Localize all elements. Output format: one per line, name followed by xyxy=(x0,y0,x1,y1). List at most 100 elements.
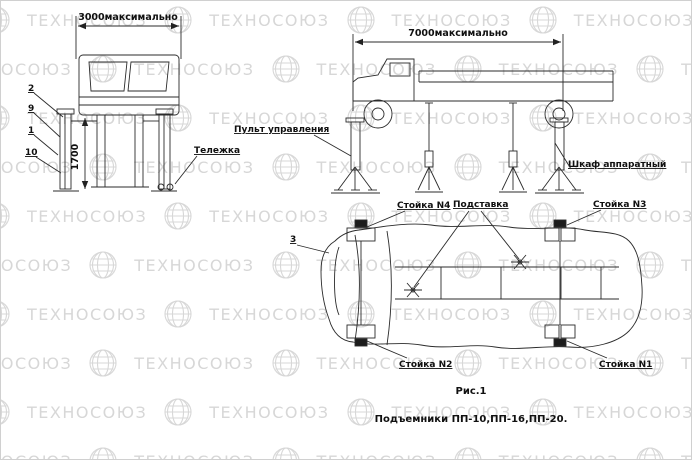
truck-cab-outline xyxy=(352,58,415,101)
globe-watermark-icon xyxy=(346,398,375,426)
watermark-text: ТЕХНОСОЮЗ xyxy=(209,402,330,422)
trolley-label: Тележка xyxy=(194,146,240,156)
stand-n3-label: Стойка N3 xyxy=(593,200,646,210)
watermark-text: ТЕХНОСОЮЗ xyxy=(681,452,691,460)
globe-watermark-icon xyxy=(89,349,117,377)
globe-watermark-icon xyxy=(1,7,10,33)
support-symbol-right xyxy=(511,254,529,270)
watermark-text: ТЕХНОСОЮЗ xyxy=(0,353,73,373)
figure-title: Подъемники ПП-10,ПП-16,ПП-20. xyxy=(375,414,568,425)
trolley-wheel xyxy=(157,183,165,191)
control-panel-label: Пульт управления xyxy=(234,125,330,135)
watermark-row: ТЕХНОСОЮЗ ТЕХНОСОЮЗ ТЕХНОСОЮЗ ТЕХНОСОЮ xyxy=(0,152,691,182)
rear-wheel xyxy=(544,99,574,129)
watermark-text: ТЕХНОСОЮЗ xyxy=(391,304,512,324)
globe-watermark-icon xyxy=(1,301,10,327)
globe-watermark-icon xyxy=(346,300,375,328)
globe-watermark-icon xyxy=(271,349,300,377)
globe-watermark-icon xyxy=(636,447,664,459)
cab-window xyxy=(389,62,411,77)
front-axle-topview xyxy=(346,219,376,347)
watermark-text: ТЕХНОСОЮЗ xyxy=(498,59,620,79)
watermark-row: ТЕХНОСОЮЗ ТЕХНОСОЮЗ ТЕХНОСОЮЗ ТЕХНОСОЮ xyxy=(0,348,692,378)
cabinet-label: Шкаф аппаратный xyxy=(568,160,666,170)
globe-watermark-icon xyxy=(636,349,664,377)
watermark-text: ТЕХНОСОЮЗ xyxy=(209,10,330,30)
front-view-height-dimension: 1700 xyxy=(70,118,89,189)
watermark-row: ТЕХНОСОЮЗ ТЕХНОСОЮЗ ТЕХНОСОЮЗ ТЕХНОСОЮ xyxy=(0,54,692,84)
watermark-row: ТЕХНОСОЮЗ ТЕХНОСОЮЗ ТЕХНОСОЮЗ ТЕХНОСОЮ xyxy=(1,201,692,231)
side-view-length-dimension: 7000максимально xyxy=(352,28,564,111)
globe-watermark-icon xyxy=(454,55,482,83)
support-symbol-left xyxy=(404,282,422,298)
watermark-text: ТЕХНОСОЮЗ xyxy=(498,157,620,177)
cab-front-view xyxy=(78,54,180,116)
watermark-text: ТЕХНОСОЮЗ xyxy=(316,353,437,373)
globe-watermark-icon xyxy=(636,153,664,181)
watermark-text: ТЕХНОСОЮЗ xyxy=(681,353,692,373)
trolley-label-group: Тележка xyxy=(174,146,240,185)
watermark-text: ТЕХНОСОЮЗ xyxy=(134,452,254,460)
watermark-row: ТЕХНОСОЮЗ ТЕХНОСОЮЗ ТЕХНОСОЮЗ ТЕХНОСОЮ xyxy=(1,299,692,329)
length-dimension-label: 7000максимально xyxy=(408,28,508,39)
globe-watermark-icon xyxy=(272,447,299,459)
globe-watermark-icon xyxy=(529,6,557,34)
watermark-text: ТЕХНОСОЮЗ xyxy=(0,59,73,79)
truck-side-view xyxy=(352,58,614,129)
watermark-text: ТЕХНОСОЮЗ xyxy=(316,157,437,177)
stand-pad-n3 xyxy=(553,219,567,228)
figure-number: Рис.1 xyxy=(455,386,486,397)
globe-watermark-icon xyxy=(1,105,10,131)
front-width-dimension-label: 3000максимально xyxy=(78,12,178,23)
watermark-text: ТЕХНОСОЮЗ xyxy=(391,10,512,30)
watermark-text: ТЕХНОСОЮЗ xyxy=(134,255,255,275)
height-dimension-label: 1700 xyxy=(70,143,81,170)
watermark-text: ТЕХНОСОЮЗ xyxy=(134,59,255,79)
callout-3: 3 xyxy=(290,235,296,245)
watermark-text: ТЕХНОСОЮЗ xyxy=(573,108,692,128)
watermark-text: ТЕХНОСОЮЗ xyxy=(573,304,692,324)
watermark-text: ТЕХНОСОЮЗ xyxy=(573,402,692,422)
globe-watermark-icon xyxy=(271,153,300,181)
watermark-text: ТЕХНОСОЮЗ xyxy=(209,304,330,324)
stand-n2-label: Стойка N2 xyxy=(399,360,452,370)
globe-watermark-icon xyxy=(346,202,375,230)
watermark-text: ТЕХНОСОЮЗ xyxy=(27,206,148,226)
front-view-callouts: 2 9 1 10 xyxy=(25,84,64,174)
stand-pad-n1 xyxy=(553,338,567,347)
side-view: 7000максимально xyxy=(234,28,666,194)
watermark-text: ТЕХНОСОЮЗ xyxy=(0,157,73,177)
caption: Рис.1 Подъемники ПП-10,ПП-16,ПП-20. xyxy=(375,386,568,425)
globe-watermark-icon xyxy=(89,447,117,459)
watermark-text: ТЕХНОСОЮЗ xyxy=(498,255,620,275)
chassis-outline xyxy=(320,223,643,349)
watermark-text: ТЕХНОСОЮЗ xyxy=(1,452,72,460)
globe-watermark-icon xyxy=(346,6,375,34)
control-panel-label-group: Пульт управления xyxy=(234,125,352,157)
watermark-text: ТЕХНОСОЮЗ xyxy=(27,304,148,324)
watermark-text: ТЕХНОСОЮЗ xyxy=(317,452,437,460)
globe-watermark-icon xyxy=(529,398,557,426)
callout-1: 1 xyxy=(28,126,34,136)
globe-watermark-icon xyxy=(454,153,482,181)
watermark-text: ТЕХНОСОЮЗ xyxy=(391,206,512,226)
watermark-text: ТЕХНОСОЮЗ xyxy=(499,452,619,460)
front-view: 3000максимально xyxy=(25,12,240,192)
globe-watermark-icon xyxy=(271,251,300,279)
support-stand-right-sideview xyxy=(499,102,527,193)
globe-watermark-icon xyxy=(271,55,300,83)
watermark-text: ТЕХНОСОЮЗ xyxy=(681,59,692,79)
watermark-text: ТЕХНОСОЮЗ xyxy=(0,255,73,275)
support-stand-left-sideview xyxy=(415,102,443,193)
front-view-width-dimension: 3000максимально xyxy=(75,12,182,59)
globe-watermark-icon xyxy=(1,203,10,229)
topview-labels: Стойка N4 Подставка Стойка N3 Стойка N2 … xyxy=(290,200,652,370)
watermark-text: ТЕХНОСОЮЗ xyxy=(209,108,330,128)
watermark-text: ТЕХНОСОЮЗ xyxy=(573,206,692,226)
watermark-text: ТЕХНОСОЮЗ xyxy=(391,108,512,128)
cabinet-label-group: Шкаф аппаратный xyxy=(554,142,666,170)
stand-pad-n2 xyxy=(354,338,368,347)
watermark-text: ТЕХНОСОЮЗ xyxy=(573,10,692,30)
front-wheel xyxy=(363,99,393,129)
